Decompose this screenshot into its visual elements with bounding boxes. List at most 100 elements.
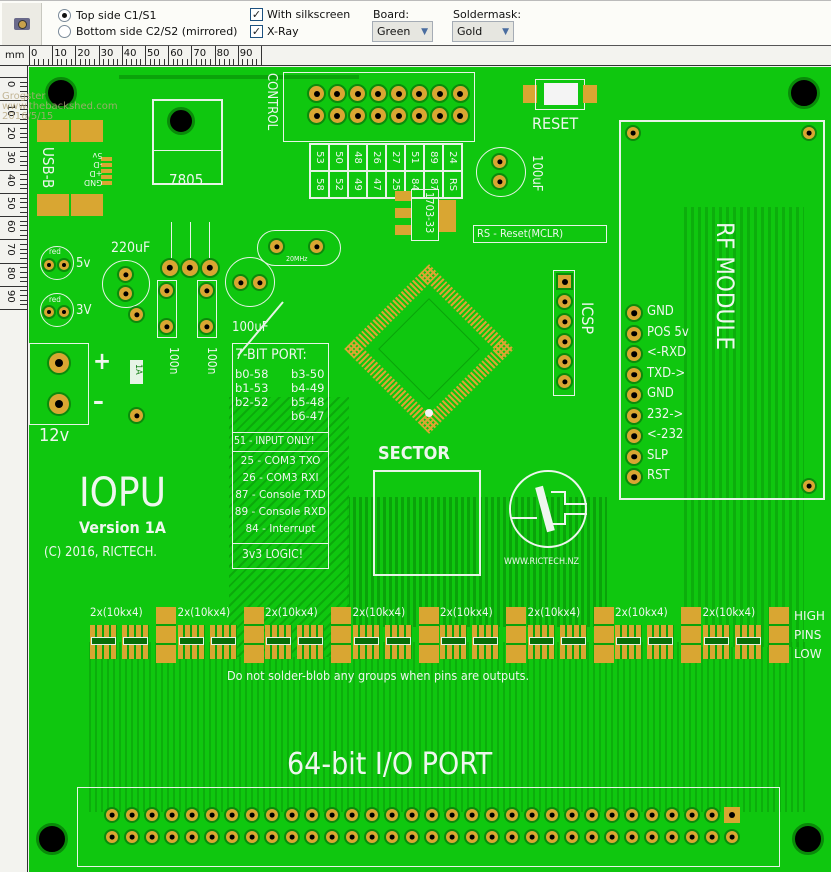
- board-copyright: (C) 2016, RICTECH.: [44, 545, 157, 560]
- rf-pin: [625, 427, 643, 445]
- sector-box: [373, 470, 481, 576]
- ruler-tick: [20, 86, 27, 88]
- watermark-line: 2016/5/15: [2, 111, 54, 122]
- resistor-body: [528, 637, 554, 645]
- xray-checkbox[interactable]: ✓X-Ray: [250, 25, 299, 38]
- port64-pin: [204, 829, 220, 845]
- control-pin-cell: 53: [310, 144, 329, 171]
- resistor-group-label: 2x(10kx4): [352, 605, 406, 619]
- control-pin: [430, 106, 449, 125]
- board-color-value: Green: [377, 25, 411, 38]
- resistor-group-label: 2x(10kx4): [265, 605, 318, 619]
- control-pin: [348, 106, 367, 125]
- ruler-tick: [0, 262, 28, 264]
- port64-pin: [484, 807, 500, 823]
- resistor-body: [178, 637, 204, 645]
- resistor-group-label: 2x(10kx4): [527, 605, 581, 619]
- fuse-body: [130, 360, 143, 384]
- led-pin: [57, 305, 71, 319]
- port64-pin: [624, 829, 640, 845]
- top-side-radio[interactable]: Top side C1/S1: [58, 9, 156, 22]
- board-color-select[interactable]: Green▼: [372, 21, 433, 42]
- resistor-body: [473, 637, 498, 645]
- icsp-outline: [553, 270, 575, 396]
- ruler-tick: [219, 59, 221, 65]
- rf-pin-label: <-232: [647, 427, 684, 442]
- control-pin: [327, 84, 347, 103]
- watermark-line: www.thebackshed.com: [2, 101, 118, 112]
- control-pin-cell: 87: [424, 171, 443, 198]
- usb-pin-5v: 5v: [92, 151, 103, 160]
- ruler-tick: [145, 46, 146, 66]
- bottom-side-radio[interactable]: Bottom side C2/S2 (mirrored): [58, 25, 237, 38]
- ruler-tick: [196, 59, 198, 65]
- trace-bundle: [684, 207, 804, 647]
- fuse-pin: [128, 407, 145, 424]
- power-pin: [47, 392, 71, 416]
- control-pin-cell: 26: [367, 144, 386, 171]
- port64-pin: [164, 807, 180, 823]
- control-pin: [409, 84, 429, 103]
- resistor-body: [298, 637, 323, 645]
- rf-pin: [625, 406, 643, 425]
- ruler-label: 0: [5, 81, 16, 88]
- control-pin: [368, 106, 388, 125]
- camera-button[interactable]: [2, 3, 42, 45]
- regulator-label: 7805: [169, 171, 204, 189]
- cap-100n-outline: [157, 280, 177, 338]
- pin-hole: [729, 812, 735, 818]
- regulator-hole: [167, 107, 195, 135]
- ruler-label: 20: [77, 48, 91, 59]
- ruler-tick: [20, 137, 27, 139]
- watermark: Grogster www.thebackshed.com 2016/5/15: [2, 92, 118, 122]
- port64-pin: [424, 829, 440, 845]
- top-side-label: Top side C1/S1: [76, 9, 157, 22]
- port64-pin: [264, 807, 280, 823]
- bottom-side-label: Bottom side C2/S2 (mirrored): [76, 25, 238, 38]
- control-pin-number: 58: [313, 178, 325, 191]
- rf-pin-label: TXD->: [647, 365, 686, 381]
- control-pin-number: 52: [332, 178, 344, 191]
- ruler-tick: [20, 271, 27, 273]
- jumper-pads: [681, 607, 701, 663]
- ldo-label: 1703-33: [423, 192, 436, 234]
- icsp-pin: [556, 353, 573, 370]
- control-pin-number: 27: [389, 151, 401, 164]
- soldermask-select[interactable]: Gold▼: [452, 21, 514, 42]
- port64-pin: [424, 807, 440, 823]
- silkscreen-checkbox[interactable]: ✓With silkscreen: [250, 8, 350, 21]
- board-version: Version 1A: [79, 518, 166, 537]
- usb-smd-pin: [101, 163, 112, 167]
- port64-pin: [224, 829, 240, 845]
- ruler-tick: [168, 46, 170, 66]
- reset-note-box: [473, 225, 607, 243]
- control-pin-cell: 52: [329, 171, 348, 198]
- cap-100n-label: 100n: [205, 347, 219, 375]
- ruler-label: 30: [100, 48, 114, 59]
- port7-function: 25 - COM3 TXO: [240, 455, 321, 467]
- resistor-group-label: 2x(10kx4): [615, 605, 668, 619]
- ruler-label: 10: [54, 48, 67, 59]
- port64-pin: [124, 807, 140, 823]
- ruler-tick: [20, 109, 27, 111]
- ruler-tick: [20, 299, 27, 301]
- port7-function: 26 - COM3 RXI: [242, 472, 319, 484]
- checkmark-icon: ✓: [250, 25, 263, 38]
- ruler-tick: [93, 59, 95, 65]
- port64-pin: [284, 829, 300, 845]
- ruler-tick: [66, 59, 68, 65]
- ruler-tick: [56, 59, 58, 65]
- resistor-body: [648, 637, 673, 645]
- jumper-high-label: HIGH: [794, 609, 825, 623]
- port7-function: 87 - Console TXD: [235, 489, 326, 501]
- mounting-hole: [45, 77, 77, 109]
- crystal-label: 20MHz: [286, 255, 308, 263]
- ruler-tick: [223, 59, 225, 65]
- jumper-pads: [418, 607, 439, 663]
- port64-pin: [584, 829, 600, 845]
- rf-pin: [625, 304, 643, 322]
- control-pin-number: 49: [351, 178, 363, 191]
- port64-pin: [324, 807, 340, 823]
- ruler-tick: [20, 304, 27, 306]
- ruler-tick: [20, 188, 27, 190]
